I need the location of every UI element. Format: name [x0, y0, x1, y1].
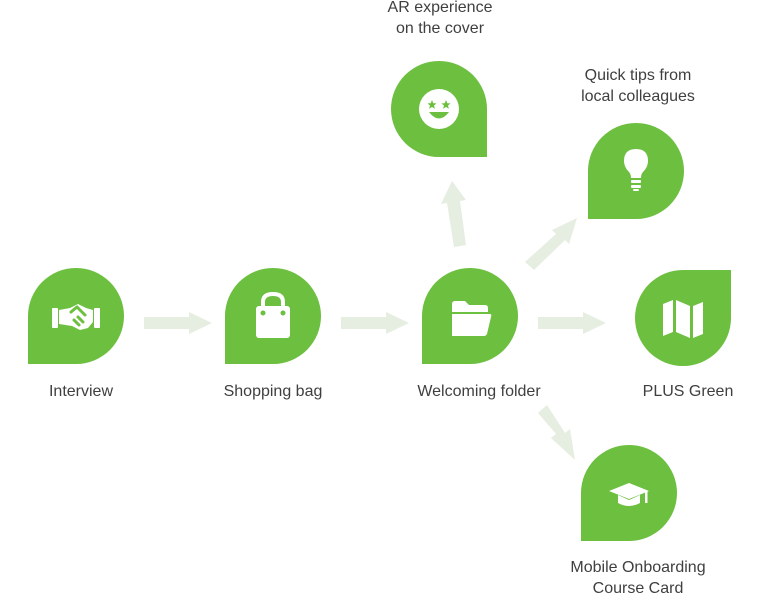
folder-open-icon: [452, 301, 492, 336]
node-interview: [28, 268, 124, 364]
graduation-cap-icon: [609, 483, 649, 506]
node-label-mobile-onboarding: Mobile Onboarding Course Card: [570, 559, 706, 597]
node-label-interview: Interview: [48, 383, 114, 400]
arrow-shopping-bag-to-welcoming-folder: [341, 312, 409, 334]
arrow-welcoming-folder-to-plus-green: [538, 312, 606, 334]
smiling-star-eyes-icon: [419, 89, 459, 129]
arrow-interview-to-shopping-bag: [144, 312, 212, 334]
node-label-quick-tips: Quick tips from local colleagues: [581, 67, 695, 105]
node-mobile-onboarding: [581, 445, 677, 541]
node-label-welcoming-folder: Welcoming folder: [417, 383, 541, 400]
node-plus-green: [635, 270, 731, 366]
shopping-bag-icon: [256, 291, 290, 338]
arrow-welcoming-folder-to-mobile-onboarding: [538, 405, 575, 460]
arrow-welcoming-folder-to-ar-experience: [441, 181, 466, 247]
node-label-shopping-bag: Shopping bag: [223, 383, 323, 400]
lightbulb-icon: [624, 149, 648, 191]
node-quick-tips: [588, 123, 684, 219]
node-ar-experience: [391, 61, 487, 157]
node-label-plus-green: PLUS Green: [642, 383, 734, 400]
map-icon: [663, 300, 703, 338]
node-shopping-bag: [225, 268, 321, 364]
node-welcoming-folder: [422, 268, 518, 364]
handshake-icon: [52, 304, 100, 330]
arrow-welcoming-folder-to-quick-tips: [525, 218, 577, 270]
node-label-ar-experience: AR experience on the cover: [387, 0, 493, 37]
